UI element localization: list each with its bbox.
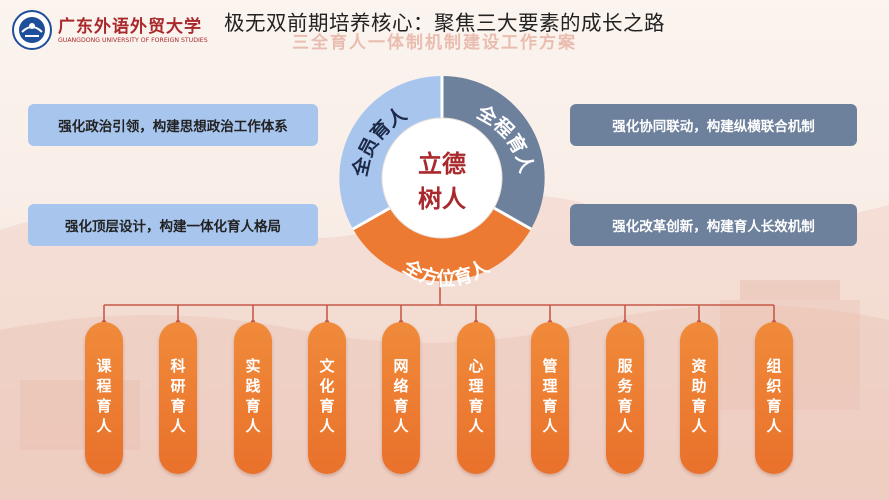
pill-label: 组织育人 — [764, 358, 783, 438]
pill-label: 文化育人 — [317, 358, 336, 438]
pill-funding: 资助育人 — [680, 322, 718, 474]
center-line-2: 树人 — [418, 184, 466, 213]
connector-lines — [103, 278, 775, 322]
right-box-2: 强化改革创新，构建育人长效机制 — [570, 204, 857, 246]
pill-management: 管理育人 — [531, 322, 569, 474]
pill-label: 科研育人 — [168, 358, 187, 438]
pill-label: 服务育人 — [615, 358, 634, 438]
pill-network: 网络育人 — [382, 322, 420, 474]
pill-service: 服务育人 — [606, 322, 644, 474]
ring-segment-right — [442, 75, 545, 229]
pill-practice: 实践育人 — [234, 322, 272, 474]
ring-segment-left — [339, 75, 442, 229]
logo-name-en: GUANGDONG UNIVERSITY OF FOREIGN STUDIES — [58, 37, 208, 44]
ring-segment-bottom — [353, 208, 531, 282]
university-emblem-icon — [12, 10, 52, 50]
pill-label: 心理育人 — [466, 358, 485, 438]
pill-label: 资助育人 — [689, 358, 708, 438]
pill-organization: 组织育人 — [755, 322, 793, 474]
university-logo: 广东外语外贸大学 GUANGDONG UNIVERSITY OF FOREIGN… — [12, 10, 208, 56]
right-box-1: 强化协同联动，构建纵横联合机制 — [570, 104, 857, 146]
page-title: 极无双前期培养核心：聚焦三大要素的成长之路 — [224, 11, 665, 35]
pill-label: 实践育人 — [243, 358, 262, 438]
left-box-2: 强化顶层设计，构建一体化育人格局 — [28, 204, 318, 246]
pill-research: 科研育人 — [159, 322, 197, 474]
logo-name-cn: 广东外语外贸大学 — [58, 17, 202, 37]
pill-course: 课程育人 — [85, 322, 123, 474]
left-box-1: 强化政治引领，构建思想政治工作体系 — [28, 104, 318, 146]
pill-psychology: 心理育人 — [457, 322, 495, 474]
pill-label: 课程育人 — [94, 358, 113, 438]
pill-culture: 文化育人 — [308, 322, 346, 474]
pill-label: 网络育人 — [391, 358, 410, 438]
pill-label: 管理育人 — [540, 358, 559, 438]
faint-subtitle: 三全育人一体制机制建设工作方案 — [292, 33, 577, 53]
center-line-1: 立德 — [418, 149, 466, 178]
